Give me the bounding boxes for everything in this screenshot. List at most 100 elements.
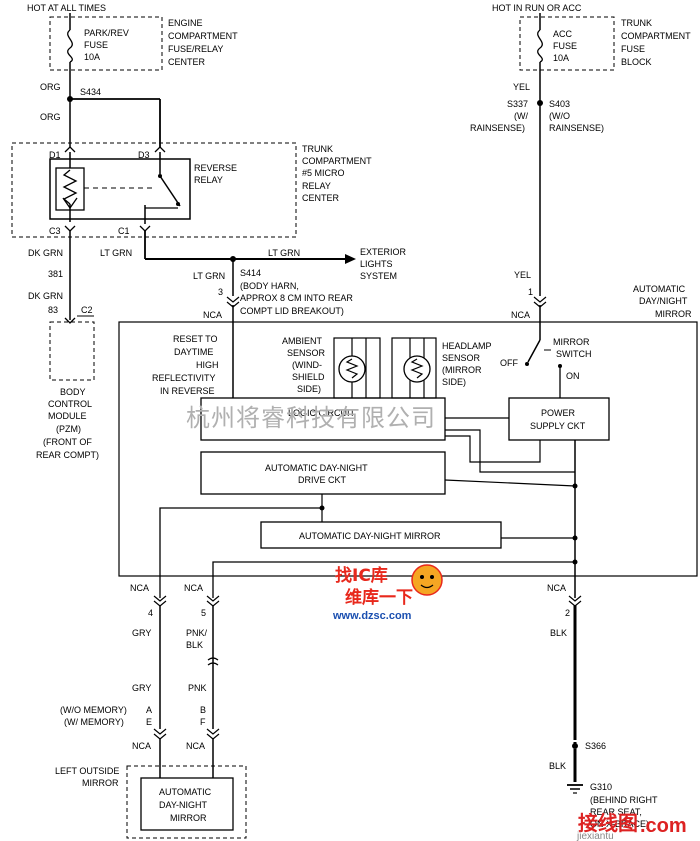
ambient-label5: SIDE) — [297, 384, 321, 394]
ambient-label1: AMBIENT — [282, 336, 323, 346]
exterior-label2: LIGHTS — [360, 259, 393, 269]
headlamp-label1: HEADLAMP — [442, 341, 492, 351]
exterior-label1: EXTERIOR — [360, 247, 407, 257]
splice-s366 — [572, 743, 578, 749]
pin-2: 2 — [565, 608, 570, 618]
headlamp-label4: SIDE) — [442, 377, 466, 387]
pin-83: 83 — [48, 305, 58, 315]
corner-logo-cn: 接线图 — [578, 811, 638, 835]
drive-label2: DRIVE CKT — [298, 475, 347, 485]
dn-mirror-label: AUTOMATIC DAY-NIGHT MIRROR — [299, 531, 441, 541]
pin-a: A — [146, 705, 152, 715]
wire-label-yel1: YEL — [513, 82, 530, 92]
relay-name2: RELAY — [194, 175, 223, 185]
wire-label-dkgrn2: DK GRN — [28, 291, 63, 301]
splice-label-s414: S414 — [240, 268, 261, 278]
fuse-left-line3: 10A — [84, 52, 100, 62]
fuse-right-loc4: BLOCK — [621, 57, 652, 67]
wire-label-yel2: YEL — [514, 270, 531, 280]
wire-label-pnkblk1: PNK/ — [186, 628, 208, 638]
s414-note2: APPROX 8 CM INTO REAR — [240, 293, 353, 303]
bcm-label6: REAR COMPT) — [36, 450, 99, 460]
outside-mirror1: AUTOMATIC — [159, 787, 212, 797]
power-supply-box — [508, 397, 610, 441]
headlamp-label3: (MIRROR — [442, 365, 482, 375]
wire-label-ltgrn-down: LT GRN — [193, 271, 225, 281]
fuse-right-line3: 10A — [553, 53, 569, 63]
logo-top-text: 找IC库 — [335, 565, 388, 586]
dn-mirror-box — [260, 521, 502, 549]
wire — [212, 561, 575, 598]
bcm-label3: MODULE — [48, 411, 87, 421]
s414-note3: COMPT LID BREAKOUT) — [240, 306, 344, 316]
logo-eye-icon — [420, 575, 424, 579]
reset-note5: IN REVERSE — [160, 386, 215, 396]
bcm-box — [49, 321, 95, 381]
wo-memory: (W/O MEMORY) — [60, 705, 127, 715]
header-hot-at-all-times: HOT AT ALL TIMES — [27, 3, 106, 13]
outside-mirror-frame — [126, 765, 247, 839]
connector-c1 — [139, 225, 151, 232]
splice-label-s434: S434 — [80, 87, 101, 97]
left-outside2: MIRROR — [82, 778, 119, 788]
connector-c2-symbol — [64, 317, 76, 324]
pin-d1: D1 — [49, 150, 61, 160]
mirror-title1: AUTOMATIC — [633, 284, 686, 294]
wire — [445, 435, 541, 463]
wire-label-blk2: BLK — [549, 761, 566, 771]
logo-url-text: www.dzsc.com — [332, 610, 412, 622]
reset-note3: HIGH — [196, 360, 219, 370]
mirror-title3: MIRROR — [655, 309, 692, 319]
mirror-module-box — [118, 321, 698, 577]
connector-ae — [153, 728, 167, 740]
ground-label-g310: G310 — [590, 782, 612, 792]
relay-loc3: #5 MICRO — [302, 168, 345, 178]
drive-label1: AUTOMATIC DAY-NIGHT — [265, 463, 368, 473]
nca-d: NCA — [132, 741, 151, 751]
contact-off — [525, 362, 529, 366]
fuse-right-loc1: TRUNK — [621, 18, 652, 28]
wire-label-gry2: GRY — [132, 683, 151, 693]
fuse-left-loc4: CENTER — [168, 57, 206, 67]
switch-label2: SWITCH — [556, 349, 592, 359]
wire-label-org1: ORG — [40, 82, 61, 92]
nca-top-right: NCA — [511, 310, 530, 320]
fuse-left-line2: FUSE — [84, 40, 108, 50]
outside-mirror3: MIRROR — [170, 813, 207, 823]
fuse-left-line1: PARK/REV — [84, 28, 129, 38]
logo-cn-text: 维库一下 — [345, 587, 413, 608]
fuse-left-loc1: ENGINE — [168, 18, 203, 28]
pin-3: 3 — [218, 287, 223, 297]
headlamp-sensor-icon — [403, 355, 431, 383]
fuse-left-loc2: COMPARTMENT — [168, 31, 238, 41]
exterior-label3: SYSTEM — [360, 271, 397, 281]
corner-logo-com: .com — [640, 815, 687, 837]
nca-e: NCA — [186, 741, 205, 751]
pin-f: F — [200, 717, 206, 727]
pin-4: 4 — [148, 608, 153, 618]
bcm-label4: (PZM) — [56, 424, 81, 434]
fuse-box-left — [49, 16, 163, 71]
relay-loc4: RELAY — [302, 181, 331, 191]
splice-label-s337: S337 — [507, 99, 528, 109]
nca-c: NCA — [547, 583, 566, 593]
fuse-right-line2: FUSE — [553, 41, 577, 51]
wire-label-ltgrn-c1: LT GRN — [100, 248, 132, 258]
ground-note1: (BEHIND RIGHT — [590, 795, 658, 805]
ambient-label2: SENSOR — [287, 348, 326, 358]
s414-note1: (BODY HARN, — [240, 281, 299, 291]
logo-eye-icon — [430, 575, 434, 579]
switch-off: OFF — [500, 358, 518, 368]
outside-mirror2: DAY-NIGHT — [159, 800, 208, 810]
reset-note1: RESET TO — [173, 334, 218, 344]
logo-mascot-icon — [411, 564, 443, 596]
pin-c3: C3 — [49, 226, 61, 236]
fuse-box-right — [519, 16, 615, 71]
connector-d3 — [154, 146, 166, 153]
relay-body — [49, 158, 191, 220]
mirror-switch-arm — [527, 339, 541, 363]
bcm-label1: BODY — [60, 387, 86, 397]
fuse-symbol-left — [67, 29, 73, 63]
bcm-label2: CONTROL — [48, 399, 92, 409]
